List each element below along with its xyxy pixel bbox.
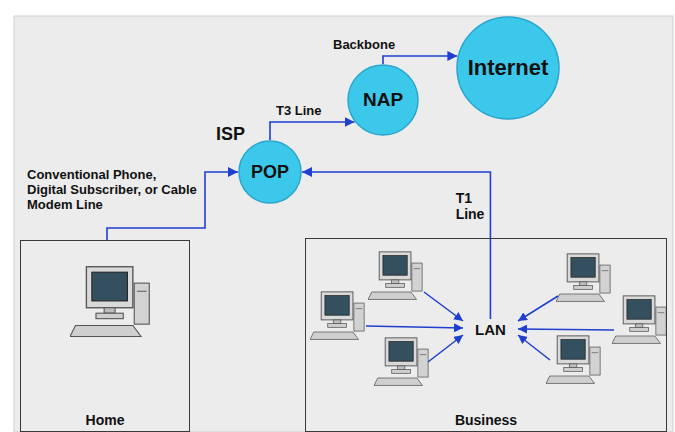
node-label: POP bbox=[251, 162, 289, 183]
background-panel bbox=[14, 16, 673, 432]
business-computer bbox=[374, 338, 428, 386]
business-computer bbox=[612, 296, 666, 344]
business-computer bbox=[546, 336, 600, 384]
lan-link bbox=[518, 329, 614, 330]
connector bbox=[383, 56, 457, 64]
pop-circle: ISPPOP bbox=[238, 140, 302, 204]
node-label: Internet bbox=[468, 55, 549, 80]
lan-link bbox=[424, 292, 463, 321]
edge-label: T1 Line bbox=[456, 190, 485, 222]
circle-outline bbox=[348, 65, 418, 135]
connector bbox=[270, 122, 355, 140]
home-computer bbox=[70, 267, 149, 337]
node-label: LAN bbox=[475, 321, 506, 338]
edge-label: Conventional Phone, Digital Subscriber, … bbox=[27, 168, 199, 213]
node-label: NAP bbox=[363, 89, 403, 111]
connector bbox=[302, 172, 490, 319]
nap-circle: NAP bbox=[347, 64, 419, 136]
lan-link bbox=[518, 296, 558, 321]
circle-outline bbox=[239, 141, 301, 203]
lan-link bbox=[366, 326, 463, 328]
node-label: Home bbox=[86, 412, 125, 428]
business-computer bbox=[368, 252, 422, 300]
internet-circle: Internet bbox=[456, 16, 560, 120]
lan-link bbox=[518, 335, 550, 360]
lan-node: LAN bbox=[471, 319, 510, 340]
circle-outline bbox=[457, 17, 559, 119]
business-box: LAN Business bbox=[305, 238, 667, 432]
node-label: Business bbox=[455, 412, 517, 428]
edge-label: T3 Line bbox=[276, 104, 322, 119]
business-computer bbox=[556, 254, 610, 302]
edge-label: Backbone bbox=[333, 38, 395, 53]
home-box: Home bbox=[20, 240, 190, 432]
node-heading: ISP bbox=[216, 124, 245, 145]
lan-link bbox=[428, 335, 463, 362]
business-computer bbox=[310, 292, 364, 340]
